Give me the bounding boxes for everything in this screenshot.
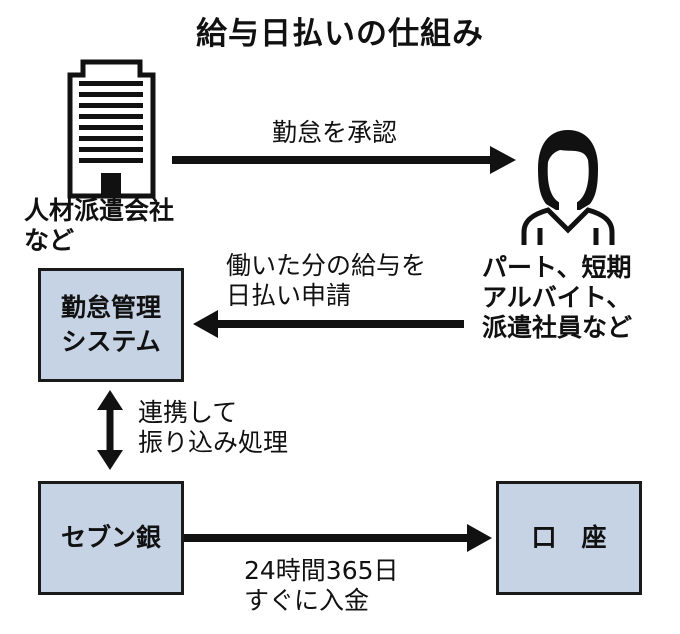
worker-label-line3: 派遣社員など <box>482 313 633 342</box>
diagram-title: 給与日払いの仕組み <box>196 16 484 52</box>
deposit-arrow <box>184 524 492 552</box>
company-label: 人材派遣会社 など <box>24 196 174 256</box>
transfer-arrow <box>97 390 123 470</box>
deposit-label: 24時間365日 すぐに入金 <box>244 556 399 616</box>
person-icon <box>521 130 615 245</box>
approve-arrow <box>172 146 516 174</box>
request-arrow <box>193 310 464 338</box>
transfer-label: 連携して 振り込み処理 <box>138 398 288 458</box>
transfer-label-line2: 振り込み処理 <box>138 428 289 457</box>
deposit-label-line1: 24時間365日 <box>244 556 399 585</box>
approve-label: 勤怠を承認 <box>272 118 398 147</box>
attendance-system-label-line1: 勤怠管理 <box>60 293 161 322</box>
request-label-line1: 働いた分の給与を <box>226 251 427 280</box>
request-label: 働いた分の給与を 日払い申請 <box>226 251 426 311</box>
attendance-system-box: 勤怠管理 システム <box>38 268 184 382</box>
deposit-label-line2: すぐに入金 <box>244 586 370 615</box>
seven-bank-label: セブン銀 <box>60 523 161 552</box>
company-label-line2: など <box>24 226 75 255</box>
seven-bank-box: セブン銀 <box>38 481 184 595</box>
worker-label-line1: パート、短期 <box>482 253 632 282</box>
worker-label: パート、短期 アルバイト、 派遣社員など <box>482 253 632 343</box>
office-building-icon <box>67 59 156 199</box>
transfer-label-line1: 連携して <box>138 398 238 427</box>
account-label: 口 座 <box>531 523 607 552</box>
account-box: 口 座 <box>496 481 642 595</box>
request-label-line2: 日払い申請 <box>226 281 352 310</box>
worker-label-line2: アルバイト、 <box>482 283 632 312</box>
attendance-system-label-line2: システム <box>61 327 161 356</box>
company-label-line1: 人材派遣会社 <box>24 196 175 225</box>
